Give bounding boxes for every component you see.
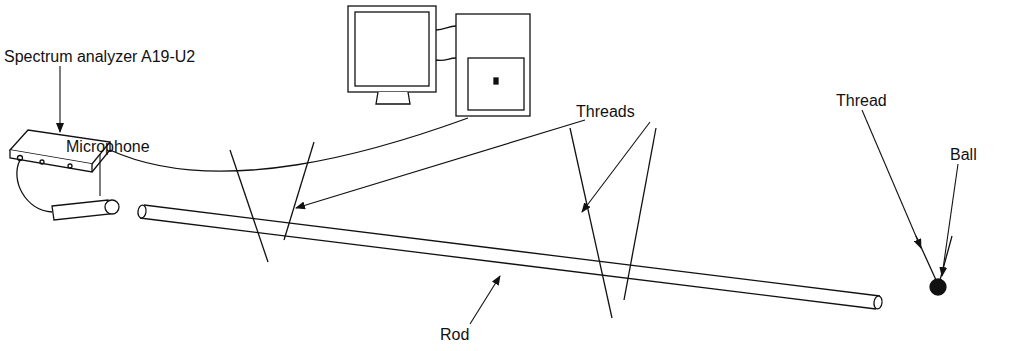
part-label: Thread [836,92,887,110]
tower-button [494,78,498,84]
microphone [52,200,110,220]
part-label: Ball [950,146,977,164]
rod-end [137,205,147,219]
cable [436,26,456,30]
thread [284,142,314,240]
monitor [348,6,436,92]
analyzer-led [40,160,44,164]
part-label: Microphone [66,138,150,156]
leader-line [59,66,60,132]
leader-line [582,122,650,212]
analyzer-led [68,164,72,168]
leader-line [470,276,500,324]
thread [230,150,268,262]
monitor-stand [376,92,410,104]
rod [140,205,880,309]
leader-line [99,154,100,196]
ball [930,279,946,295]
leader-line [296,120,585,208]
computer-tower [456,14,530,116]
usb-cable [110,118,468,171]
microphone-head [105,200,119,214]
part-label: Rod [440,326,469,344]
leader-line [862,110,921,248]
thread [570,128,612,318]
tower-panel [468,58,524,110]
microphone-cable [17,160,52,212]
thread [624,128,656,300]
monitor-screen [355,12,429,86]
part-label: Threads [576,103,635,121]
leader-line [942,164,958,276]
rod-end [873,296,883,310]
analyzer-socket [18,156,23,161]
cable [436,58,456,61]
device-label: Spectrum analyzer A19-U2 [4,48,195,66]
